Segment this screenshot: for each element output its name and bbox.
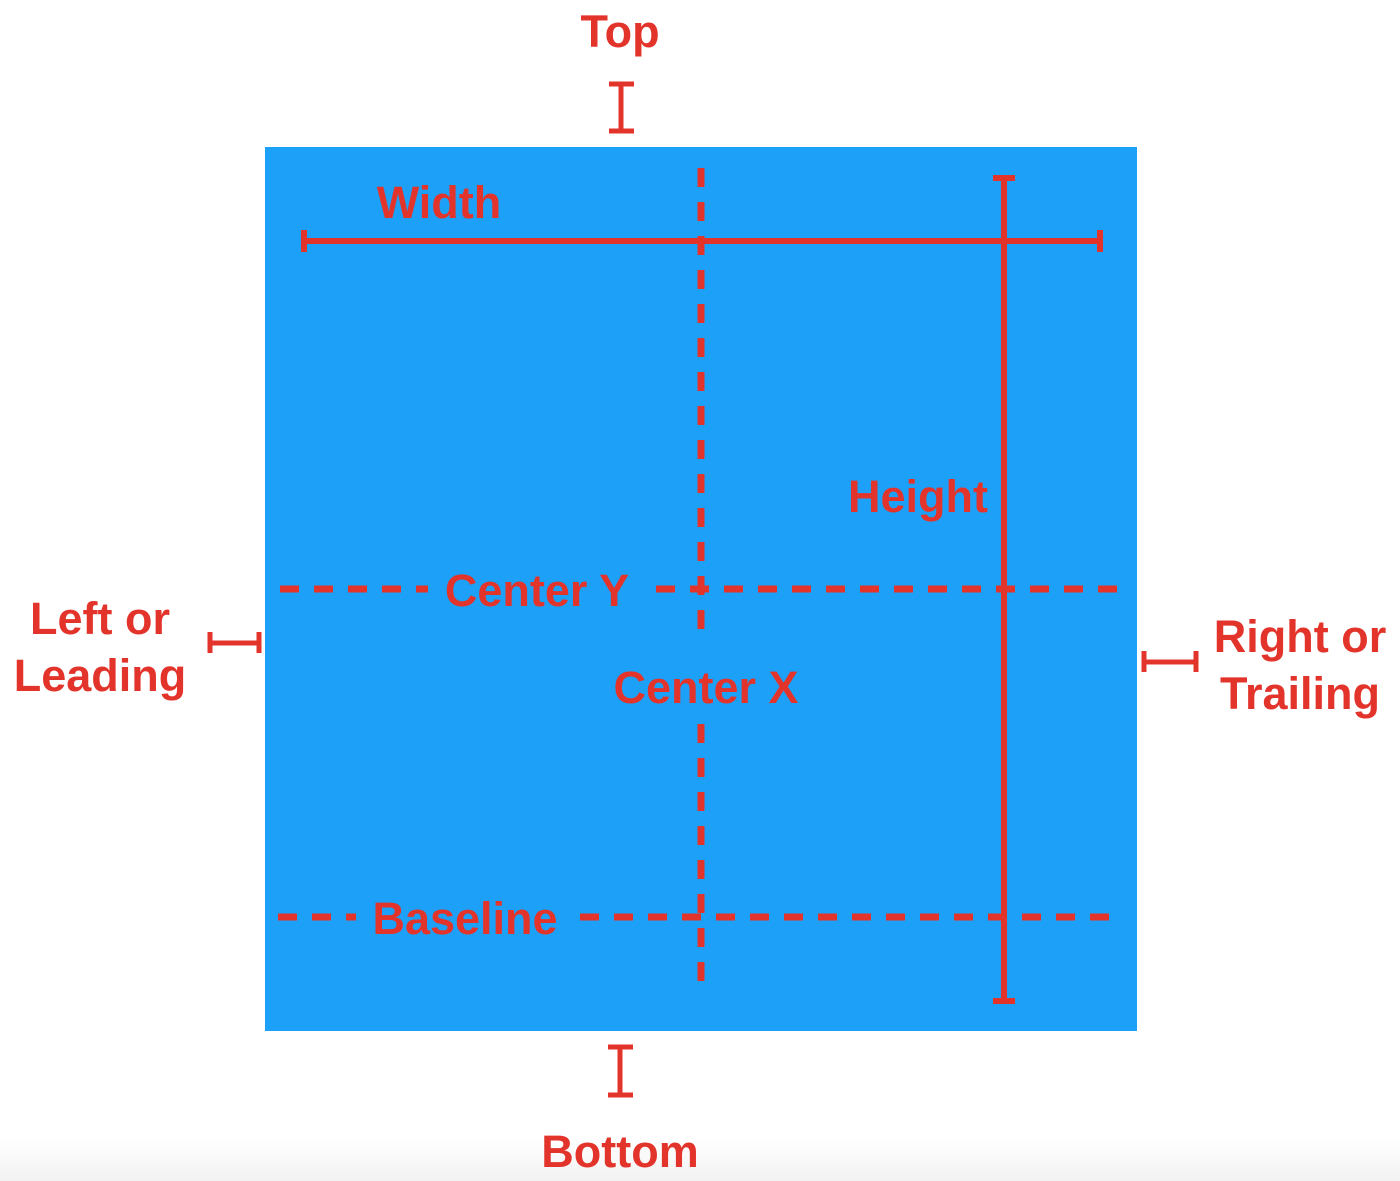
right-or-trailing-label: Right or Trailing (1213, 611, 1387, 719)
height-label: Height (848, 471, 988, 522)
right-anchor-indicator-icon (1141, 651, 1199, 672)
left-anchor-indicator-icon (207, 632, 262, 653)
top-label: Top (580, 6, 660, 57)
baseline-label: Baseline (372, 893, 558, 944)
width-label: Width (376, 177, 502, 228)
bottom-label: Bottom (541, 1126, 699, 1177)
top-anchor-indicator-icon (609, 81, 634, 134)
center-y-label: Center Y (444, 565, 630, 616)
left-or-leading-label: Left or Leading (13, 593, 187, 701)
bottom-anchor-indicator-icon (608, 1044, 633, 1098)
center-x-label: Center X (613, 662, 799, 713)
